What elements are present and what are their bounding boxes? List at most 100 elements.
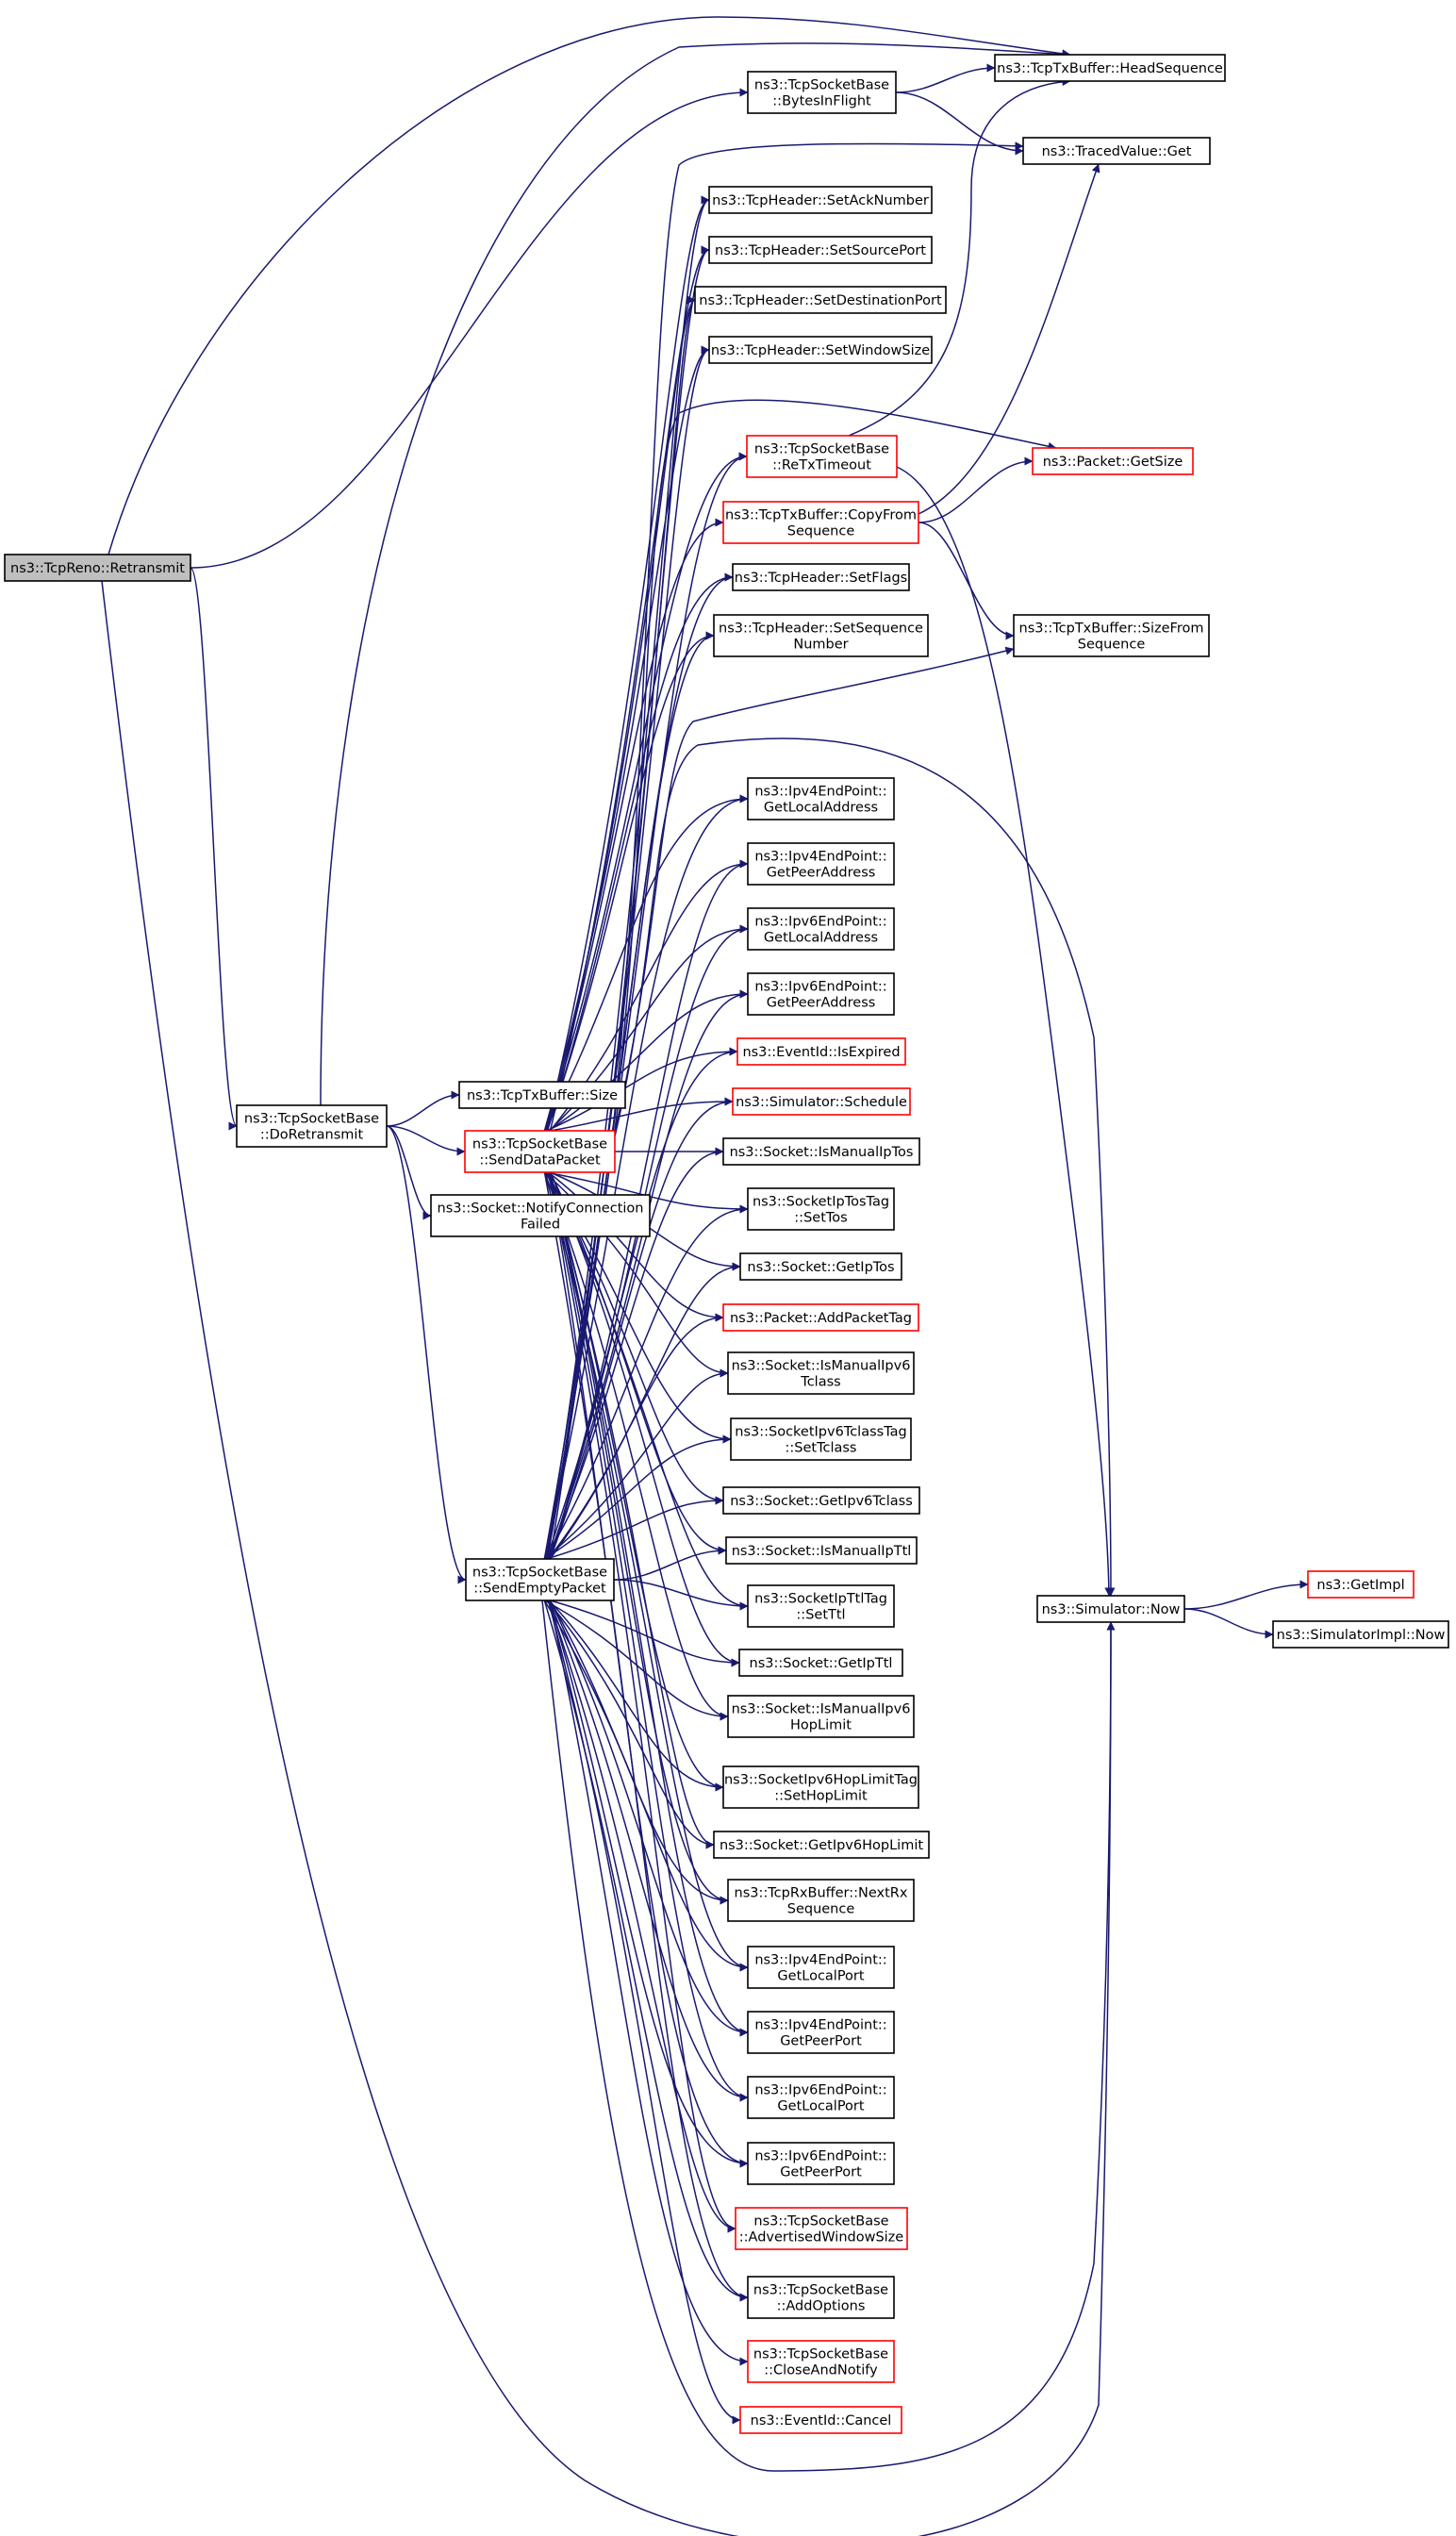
node-do-retransmit[interactable]: ns3::TcpSocketBase::DoRetransmit bbox=[236, 1104, 388, 1148]
node-set-source-port[interactable]: ns3::TcpHeader::SetSourcePort bbox=[708, 236, 933, 264]
edge-line bbox=[541, 1600, 1116, 2472]
node-label: ns3::Socket::GetIpTos bbox=[747, 1260, 894, 1275]
edge-send-data-packet-to-get-ip-tos bbox=[550, 1171, 741, 1271]
node-add-options[interactable]: ns3::TcpSocketBase::AddOptions bbox=[747, 2276, 895, 2319]
node-label: ns3::Socket::NotifyConnection bbox=[438, 1202, 644, 1217]
node-box bbox=[464, 1130, 616, 1173]
node-send-empty-packet[interactable]: ns3::TcpSocketBase::SendEmptyPacket bbox=[465, 1558, 615, 1601]
node-label: ns3::TcpSocketBase bbox=[753, 2283, 888, 2298]
node-is-manual-ip-ttl[interactable]: ns3::Socket::IsManualIpTtl bbox=[725, 1536, 918, 1565]
node-label: ns3::Socket::GetIpTtl bbox=[750, 1656, 893, 1671]
node-set-ack-number[interactable]: ns3::TcpHeader::SetAckNumber bbox=[708, 186, 933, 214]
edge-line bbox=[546, 572, 734, 1132]
edge-line bbox=[548, 1600, 749, 2102]
node-label: Sequence bbox=[787, 524, 855, 539]
node-ipv4-get-local-address[interactable]: ns3::Ipv4EndPoint::GetLocalAddress bbox=[747, 777, 895, 820]
node-label: ns3::TcpSocketBase bbox=[754, 78, 889, 93]
edge-line bbox=[543, 1600, 729, 1721]
node-label: ns3::TcpTxBuffer::HeadSequence bbox=[997, 61, 1223, 76]
node-traced-get[interactable]: ns3::TracedValue::Get bbox=[1022, 137, 1211, 165]
node-ipv6-get-local-address[interactable]: ns3::Ipv6EndPoint::GetLocalAddress bbox=[747, 907, 895, 951]
node-get-ip-ttl[interactable]: ns3::Socket::GetIpTtl bbox=[738, 1649, 903, 1677]
node-send-data-packet[interactable]: ns3::TcpSocketBase::SendDataPacket bbox=[464, 1130, 616, 1173]
node-label: GetLocalAddress bbox=[764, 931, 878, 946]
node-ipv6-get-local-port[interactable]: ns3::Ipv6EndPoint::GetLocalPort bbox=[747, 2076, 895, 2119]
node-box bbox=[708, 186, 933, 214]
node-ipv4-get-peer-address[interactable]: ns3::Ipv4EndPoint::GetPeerAddress bbox=[747, 842, 895, 886]
node-ipv4-get-peer-port[interactable]: ns3::Ipv4EndPoint::GetPeerPort bbox=[747, 2011, 895, 2054]
edge-send-empty-packet-to-add-packet-tag bbox=[547, 1313, 724, 1560]
node-head-sequence[interactable]: ns3::TcpTxBuffer::HeadSequence bbox=[994, 54, 1226, 82]
node-tx-buffer-size[interactable]: ns3::TcpTxBuffer::Size bbox=[458, 1081, 626, 1109]
node-ipv6-get-peer-port[interactable]: ns3::Ipv6EndPoint::GetPeerPort bbox=[747, 2142, 895, 2185]
node-event-cancel[interactable]: ns3::EventId::Cancel bbox=[739, 2406, 902, 2434]
node-simulator-schedule[interactable]: ns3::Simulator::Schedule bbox=[732, 1087, 911, 1116]
node-simulator-impl-now[interactable]: ns3::SimulatorImpl::Now bbox=[1272, 1620, 1449, 1649]
edge-send-data-packet-to-add-options bbox=[543, 1171, 749, 2302]
node-label: ns3::Socket::IsManualIpv6 bbox=[732, 1359, 911, 1374]
node-label: ns3::TcpTxBuffer::Size bbox=[467, 1088, 618, 1103]
node-bytes-in-flight[interactable]: ns3::TcpSocketBase::BytesInFlight bbox=[747, 71, 897, 114]
edge-send-data-packet-to-re-tx-timeout bbox=[544, 452, 748, 1132]
node-label: ns3::Ipv4EndPoint:: bbox=[754, 1953, 886, 1968]
edge-line bbox=[546, 1600, 715, 1849]
node-box bbox=[722, 1486, 920, 1515]
edge-send-empty-packet-to-ipv4-get-peer-address bbox=[549, 859, 749, 1560]
node-add-packet-tag[interactable]: ns3::Packet::AddPacketTag bbox=[722, 1303, 919, 1332]
node-get-ip-tos[interactable]: ns3::Socket::GetIpTos bbox=[739, 1252, 902, 1281]
node-ipv6-tclass-tag-set-tclass[interactable]: ns3::SocketIpv6TclassTag::SetTclass bbox=[730, 1417, 912, 1461]
node-get-ipv6-hop-limit[interactable]: ns3::Socket::GetIpv6HopLimit bbox=[713, 1831, 930, 1859]
node-close-and-notify[interactable]: ns3::TcpSocketBase::CloseAndNotify bbox=[747, 2340, 895, 2383]
node-packet-get-size[interactable]: ns3::Packet::GetSize bbox=[1032, 447, 1194, 475]
node-box bbox=[1022, 137, 1211, 165]
node-event-is-expired[interactable]: ns3::EventId::IsExpired bbox=[736, 1037, 906, 1066]
node-simulator-now[interactable]: ns3::Simulator::Now bbox=[1036, 1595, 1185, 1623]
node-box bbox=[732, 1087, 911, 1116]
node-get-impl[interactable]: ns3::GetImpl bbox=[1307, 1570, 1415, 1599]
node-box bbox=[1272, 1620, 1449, 1649]
node-set-flags[interactable]: ns3::TcpHeader::SetFlags bbox=[732, 563, 910, 591]
node-root[interactable]: ns3::TcpReno::Retransmit bbox=[4, 554, 191, 582]
node-set-destination-port[interactable]: ns3::TcpHeader::SetDestinationPort bbox=[694, 286, 947, 314]
node-is-manual-ip-tos[interactable]: ns3::Socket::IsManualIpTos bbox=[722, 1137, 920, 1166]
edge-send-empty-packet-to-is-manual-ip-tos bbox=[546, 1147, 724, 1560]
node-advertised-window-size[interactable]: ns3::TcpSocketBase::AdvertisedWindowSize bbox=[735, 2207, 908, 2250]
node-box bbox=[747, 2076, 895, 2119]
edge-send-empty-packet-to-advertised-window-size bbox=[547, 1600, 736, 2233]
edge-send-data-packet-to-set-sequence-number bbox=[545, 631, 715, 1132]
node-box bbox=[713, 1831, 930, 1859]
edge-send-data-packet-to-get-ipv6-tclass bbox=[545, 1171, 724, 1505]
edge-line bbox=[548, 924, 749, 1560]
node-ipv6-hop-limit-tag-set[interactable]: ns3::SocketIpv6HopLimitTag::SetHopLimit bbox=[722, 1765, 919, 1809]
node-set-window-size[interactable]: ns3::TcpHeader::SetWindowSize bbox=[708, 336, 933, 364]
node-re-tx-timeout[interactable]: ns3::TcpSocketBase::ReTxTimeout bbox=[746, 435, 898, 478]
node-ipv4-get-local-port[interactable]: ns3::Ipv4EndPoint::GetLocalPort bbox=[747, 1946, 895, 1989]
node-label: ::SetHopLimit bbox=[774, 1789, 868, 1804]
node-socket-ip-tos-tag-set-tos[interactable]: ns3::SocketIpTosTag::SetTos bbox=[747, 1187, 895, 1231]
node-box bbox=[1307, 1570, 1415, 1599]
node-ipv6-get-peer-address[interactable]: ns3::Ipv6EndPoint::GetPeerAddress bbox=[747, 972, 895, 1016]
edge-line bbox=[545, 631, 715, 1560]
node-label: ns3::SocketIpTtlTag bbox=[754, 1592, 887, 1607]
edge-line bbox=[543, 1368, 729, 1560]
edge-send-data-packet-to-set-window-size bbox=[543, 345, 710, 1132]
edge-root-to-head-sequence bbox=[108, 16, 1071, 555]
node-label: ns3::Ipv4EndPoint:: bbox=[754, 2018, 886, 2033]
edge-send-empty-packet-to-set-sequence-number bbox=[545, 631, 715, 1560]
edge-do-retransmit-to-tx-buffer-size bbox=[386, 1090, 460, 1127]
node-box bbox=[747, 1187, 895, 1231]
edge-send-data-packet-to-ipv6-get-local-port bbox=[548, 1171, 749, 2102]
node-label: ns3::Ipv6EndPoint:: bbox=[754, 2083, 886, 2098]
edge-send-empty-packet-to-event-cancel bbox=[547, 1600, 741, 2425]
edge-send-empty-packet-to-simulator-schedule bbox=[549, 1097, 734, 1560]
node-ip-ttl-tag-set-ttl[interactable]: ns3::SocketIpTtlTag::SetTtl bbox=[747, 1584, 895, 1628]
edge-line bbox=[548, 1600, 724, 1792]
node-get-ipv6-tclass[interactable]: ns3::Socket::GetIpv6Tclass bbox=[722, 1486, 920, 1515]
